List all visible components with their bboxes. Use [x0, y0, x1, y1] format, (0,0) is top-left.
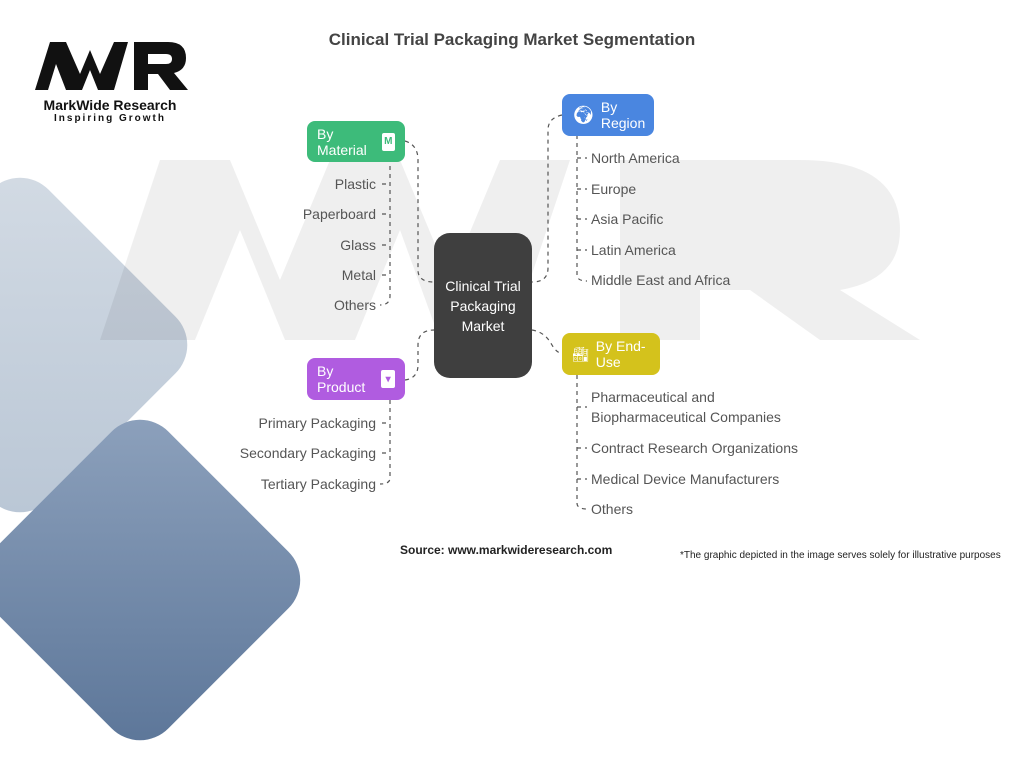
- disclaimer-text: *The graphic depicted in the image serve…: [680, 550, 1001, 561]
- material-item: Paperboard: [302, 206, 376, 222]
- region-item: Latin America: [591, 242, 676, 258]
- region-item: Europe: [591, 181, 637, 197]
- center-node: Clinical Trial Packaging Market: [434, 233, 532, 378]
- logo-tagline: Inspiring Growth: [54, 113, 166, 124]
- branch-label-enduse: By End-Use: [595, 338, 646, 370]
- connector-product: [404, 329, 435, 381]
- branch-label-material: By Material: [317, 125, 367, 158]
- product-item: Primary Packaging: [258, 415, 377, 431]
- connector-enduse: [531, 329, 563, 355]
- enduse-item: Others: [591, 501, 634, 517]
- material-item: Plastic: [334, 176, 376, 192]
- connector-lines: [379, 114, 588, 510]
- product-item: Secondary Packaging: [239, 445, 376, 461]
- box-icon: ▾: [381, 370, 395, 388]
- logo: MarkWide Research Inspiring Growth: [30, 40, 190, 124]
- globe-icon: 🌍︎: [572, 104, 595, 125]
- branch-label-product: By Product: [317, 363, 366, 395]
- material-item: Glass: [340, 237, 376, 253]
- branch-by-end-use: 🏭︎ By End-Use: [562, 333, 660, 375]
- source-text: Source: www.markwideresearch.com: [400, 543, 613, 557]
- enduse-item: Biopharmaceutical Companies: [591, 409, 781, 425]
- region-item: Asia Pacific: [591, 211, 664, 227]
- enduse-item: Medical Device Manufacturers: [591, 471, 780, 487]
- connector-region: [531, 114, 563, 283]
- branch-label-region: By Region: [600, 99, 646, 131]
- enduse-item: Pharmaceutical and: [591, 389, 715, 405]
- branch-by-material: By Material M: [307, 121, 405, 162]
- branch-by-product: By Product ▾: [307, 358, 405, 400]
- mwr-logo-icon: [35, 42, 188, 90]
- connector-material: [404, 140, 435, 283]
- region-item: Middle East and Africa: [591, 272, 731, 288]
- branch-by-region: 🌍︎ By Region: [562, 94, 654, 136]
- factory-icon: 🏭︎: [572, 345, 590, 362]
- package-m-icon: M: [381, 132, 395, 151]
- page-title: Clinical Trial Packaging Market Segmenta…: [328, 30, 696, 49]
- product-item: Tertiary Packaging: [260, 476, 376, 492]
- enduse-item: Contract Research Organizations: [591, 440, 798, 456]
- logo-brand-name: MarkWide Research: [43, 97, 177, 113]
- material-item: Metal: [341, 267, 376, 283]
- material-item: Others: [333, 297, 376, 313]
- region-item: North America: [591, 150, 680, 166]
